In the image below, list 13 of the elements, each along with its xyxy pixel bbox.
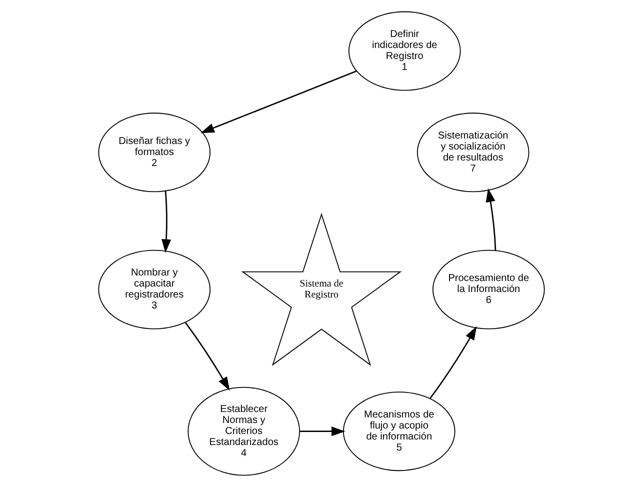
arrow xyxy=(162,190,172,253)
node-ellipse: Establecer Normas y Criterios Estandarizados 4 xyxy=(188,386,300,476)
node-ellipse: Sistematización y socialización de resultados 7 xyxy=(416,112,530,192)
arrow xyxy=(430,326,477,399)
node-ellipse: Nombrar y capacitar registradores 3 xyxy=(98,250,211,330)
node-ellipse: Procesamiento de la Información 6 xyxy=(432,250,545,330)
node-ellipse: Definir indicadores de Registro 1 xyxy=(348,11,461,91)
arrow xyxy=(184,322,230,391)
arrow xyxy=(300,426,346,436)
arrow xyxy=(486,188,496,251)
arrow xyxy=(200,70,357,134)
node-ellipse: Diseñar fichas y formatos 2 xyxy=(98,112,211,192)
node-ellipse: Mecanismos de flujo y acopio de información 5 xyxy=(342,392,456,472)
